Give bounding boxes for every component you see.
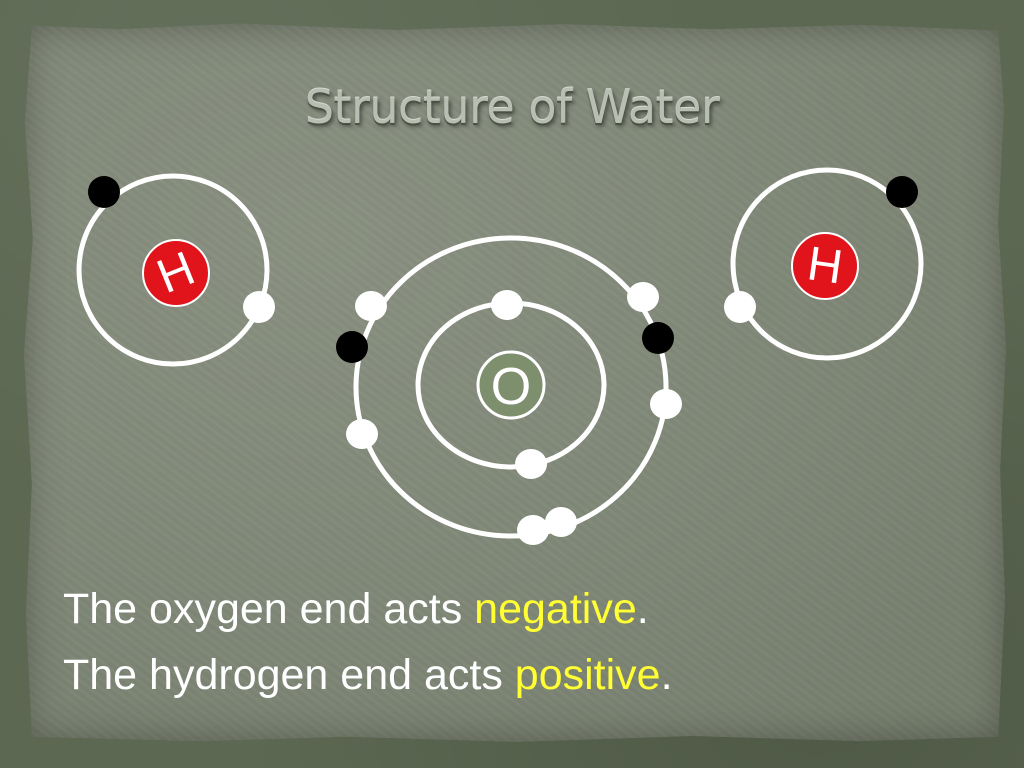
hydrogen-symbol-right: H: [804, 237, 846, 294]
hydrogen-nucleus-left: [142, 239, 210, 307]
oxygen-outer-electron-4: [346, 419, 378, 449]
oxygen-outer-electron-3: [650, 389, 682, 419]
oxygen-outer-electron-1: [355, 291, 387, 321]
hydrogen-atom-right: H: [724, 167, 924, 361]
oxygen-atom: O: [336, 235, 682, 545]
oxygen-outer-orbit: [353, 235, 669, 539]
caption-line1-period: .: [636, 585, 649, 633]
caption-line1-text: The oxygen end acts: [63, 585, 475, 633]
slide-title: Structure of Water: [304, 80, 720, 134]
electron-shared-left: [88, 176, 120, 208]
caption-line-oxygen: The oxygen end acts negative.: [63, 588, 649, 631]
electron-hydrogen-left: [243, 291, 275, 323]
oxygen-inner-electron-bottom: [515, 449, 547, 479]
oxygen-inner-electron-top: [491, 290, 523, 320]
oxygen-shared-electron-left: [336, 331, 368, 363]
oxygen-outer-electron-5: [545, 507, 577, 537]
hydrogen-orbit-right: [730, 167, 924, 361]
caption-line-hydrogen: The hydrogen end acts positive.: [63, 654, 673, 697]
caption-line2-period: .: [660, 651, 673, 699]
hydrogen-orbit-left: [76, 173, 270, 367]
oxygen-outer-electron-6: [517, 515, 549, 545]
oxygen-nucleus: [476, 350, 546, 420]
hydrogen-nucleus-right: [791, 232, 859, 300]
hydrogen-atom-left: H: [76, 173, 275, 367]
slide-paper: [23, 23, 1007, 742]
caption-highlight-negative: negative: [474, 585, 637, 633]
electron-shared-right: [886, 176, 918, 208]
electron-hydrogen-right: [724, 291, 756, 323]
oxygen-shared-electron-right: [642, 322, 674, 354]
oxygen-symbol: O: [491, 358, 531, 416]
caption-line2-text: The hydrogen end acts: [63, 651, 515, 699]
oxygen-outer-electron-2: [627, 282, 659, 312]
caption-highlight-positive: positive: [514, 651, 661, 699]
